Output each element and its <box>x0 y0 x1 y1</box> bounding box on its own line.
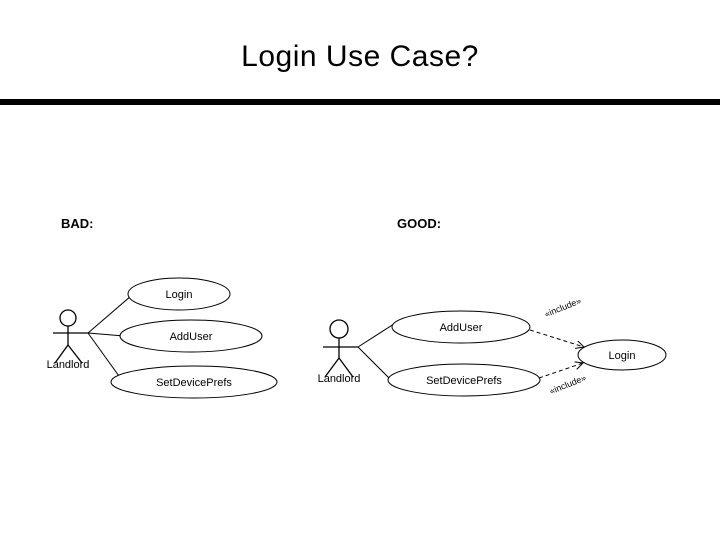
title-divider <box>0 99 720 105</box>
include-arrow-adduser-login <box>529 329 584 347</box>
include-stereotype-adduser: «include» <box>543 296 582 320</box>
association-landlord-setdeviceprefs-good <box>357 346 393 382</box>
use-case-label: AddUser <box>440 322 483 334</box>
use-case-adduser-bad[interactable]: AddUser <box>119 319 263 353</box>
actor-landlord-good: Landlord <box>318 319 361 385</box>
bad-diagram-group: Landlord Login AddUser SetDevicePrefs <box>47 277 278 399</box>
association-landlord-setdeviceprefs-bad <box>87 332 125 384</box>
association-landlord-adduser-bad <box>87 332 125 337</box>
use-case-setdeviceprefs-good[interactable]: SetDevicePrefs <box>387 363 541 397</box>
actor-label-landlord-good: Landlord <box>318 373 361 385</box>
association-landlord-adduser-good <box>357 321 398 348</box>
actor-label-landlord-bad: Landlord <box>47 359 90 371</box>
use-case-login-good[interactable]: Login <box>577 339 667 371</box>
include-arrow-setdeviceprefs-login <box>538 363 583 379</box>
association-landlord-login-bad <box>87 295 132 334</box>
use-case-label: SetDevicePrefs <box>426 375 502 387</box>
section-label-bad: BAD: <box>61 216 94 231</box>
good-diagram-group: Landlord AddUser SetDevicePrefs Login <box>318 296 667 397</box>
use-case-label: Login <box>609 350 636 362</box>
use-case-label: SetDevicePrefs <box>156 377 232 389</box>
use-case-label: Login <box>166 289 193 301</box>
section-label-good: GOOD: <box>397 216 442 231</box>
use-case-login-bad[interactable]: Login <box>127 277 231 311</box>
use-case-label: AddUser <box>170 331 213 343</box>
include-stereotype-setdeviceprefs: «include» <box>548 373 587 397</box>
page-title: Login Use Case? <box>241 40 479 73</box>
use-case-adduser-good[interactable]: AddUser <box>391 310 531 344</box>
actor-landlord-bad: Landlord <box>47 309 90 371</box>
use-case-setdeviceprefs-bad[interactable]: SetDevicePrefs <box>110 365 278 399</box>
